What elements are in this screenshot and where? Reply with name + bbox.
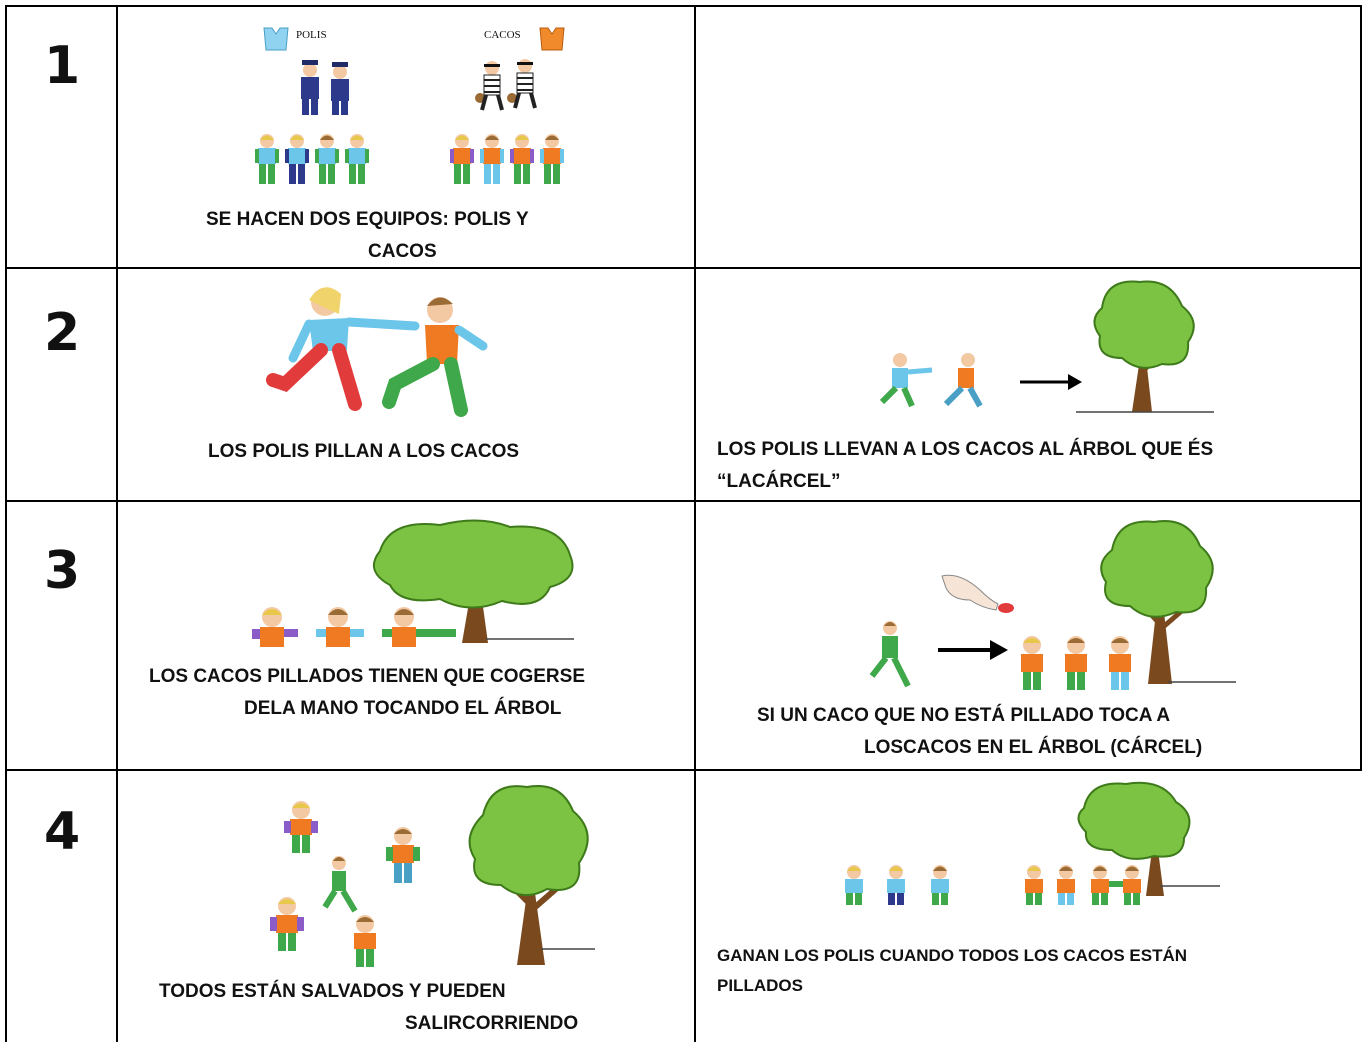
- hand-touch-icon: [941, 574, 1014, 613]
- teams-illustration: [250, 20, 610, 190]
- step-number-3: 3: [44, 541, 81, 601]
- police-win-illustration: [838, 778, 1228, 908]
- caption-3b-line2: LOSCACOS EN EL ÁRBOL (CÁRCEL): [864, 737, 1203, 758]
- caught-kids-icon: [1025, 865, 1141, 905]
- caption-4b-line1: GANAN LOS POLIS CUANDO TODOS LOS CACOS E…: [717, 946, 1188, 965]
- col-divider-1: [116, 5, 118, 1042]
- row-divider-1: [5, 267, 1362, 269]
- border-left: [5, 5, 7, 1042]
- rescue-touch-illustration: [850, 512, 1240, 694]
- caught-kids-icon: [252, 607, 456, 647]
- police-icon: [301, 60, 349, 115]
- tree-icon: [1100, 520, 1236, 684]
- caption-1a-line2: CACOS: [368, 241, 437, 262]
- free-kids-icon: [845, 865, 949, 905]
- tree-icon: [372, 519, 574, 643]
- caught-kids-icon: [1021, 636, 1131, 690]
- take-to-tree-illustration: [870, 278, 1220, 418]
- caption-4a-line2: SALIRCORRIENDO: [405, 1013, 579, 1034]
- caption-2a: LOS POLIS PILLAN A LOS CACOS: [208, 441, 520, 462]
- step-number-1: 1: [44, 36, 81, 96]
- caption-2b-line1: LOS POLIS LLEVAN A LOS CACOS AL ÁRBOL QU…: [717, 439, 1214, 460]
- caption-1a-line1: SE HACEN DOS EQUIPOS: POLIS Y: [206, 209, 529, 230]
- blue-team-kids-icon: [255, 134, 369, 184]
- orange-team-kids-icon: [450, 134, 564, 184]
- caught-holding-hands-illustration: [240, 515, 580, 655]
- caption-3a-line1: LOS CACOS PILLADOS TIENEN QUE COGERSE: [149, 666, 585, 687]
- tree-icon: [1076, 280, 1214, 413]
- border-top: [5, 5, 1362, 7]
- tree-icon: [468, 785, 595, 965]
- label-polis: POLIS: [296, 29, 327, 41]
- caption-2b-line2: “LACÁRCEL”: [717, 471, 841, 492]
- label-cacos: CACOS: [484, 29, 521, 41]
- chase-illustration: [265, 280, 515, 420]
- running-kids-icon: [270, 801, 420, 967]
- caption-3a-line2: DELA MANO TOCANDO EL ÁRBOL: [244, 698, 562, 719]
- row-divider-2: [5, 500, 1362, 502]
- step-number-4: 4: [44, 802, 81, 862]
- caption-4b-line2: PILLADOS: [717, 976, 803, 995]
- tree-icon: [1077, 781, 1220, 896]
- col-divider-2: [694, 5, 696, 1042]
- all-saved-illustration: [265, 785, 605, 975]
- robber-icon: [475, 59, 537, 111]
- caption-3b-line1: SI UN CACO QUE NO ESTÁ PILLADO TOCA A: [757, 705, 1171, 726]
- border-right: [1360, 5, 1362, 499]
- row-divider-3: [5, 769, 1362, 771]
- border-right-lower: [1360, 499, 1362, 769]
- caption-4a-line1: TODOS ESTÁN SALVADOS Y PUEDEN: [159, 981, 506, 1002]
- step-number-2: 2: [44, 303, 81, 363]
